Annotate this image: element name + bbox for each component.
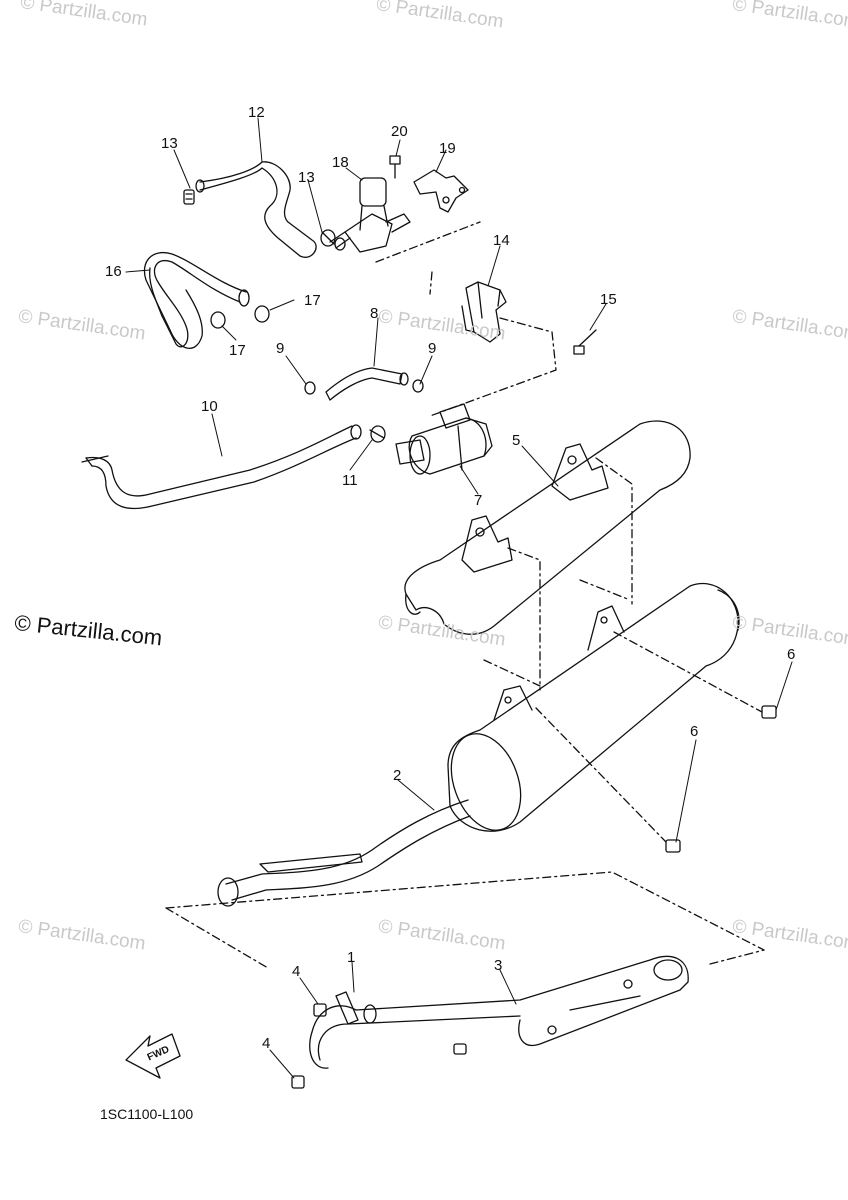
fwd-arrow-icon xyxy=(125,1033,181,1079)
nut-4-lower xyxy=(291,1075,305,1089)
callout-9: 9 xyxy=(276,340,285,357)
heat-shield-5 xyxy=(404,420,691,635)
callout-17: 17 xyxy=(304,292,321,309)
callout-5: 5 xyxy=(512,432,521,449)
bracket-19 xyxy=(413,169,469,213)
callout-11: 11 xyxy=(342,472,358,489)
nut-4-upper xyxy=(313,1003,327,1017)
callout-6: 6 xyxy=(787,646,796,663)
callout-18: 18 xyxy=(332,154,349,171)
callout-1: 1 xyxy=(347,949,356,966)
clamp-9-right xyxy=(412,379,424,393)
callout-8: 8 xyxy=(370,305,379,322)
bolt-6-upper xyxy=(761,705,777,719)
air-cut-valve-18 xyxy=(329,177,411,253)
bolt-6-lower xyxy=(665,839,681,853)
hose-12 xyxy=(195,161,317,258)
reference-lines-lower xyxy=(165,457,765,969)
clamp-13-left xyxy=(183,189,195,205)
callout-2: 2 xyxy=(393,767,402,784)
clamp-17-left xyxy=(210,311,226,329)
callout-16: 16 xyxy=(105,263,122,280)
clamp-17-right xyxy=(254,305,270,323)
bolt-20 xyxy=(389,155,401,179)
callout-17: 17 xyxy=(229,342,246,359)
callout-4: 4 xyxy=(262,1035,271,1052)
clamp-9-left xyxy=(304,381,316,395)
bracket-14 xyxy=(461,281,507,343)
callout-20: 20 xyxy=(391,123,408,140)
callout-3: 3 xyxy=(494,957,503,974)
hose-16 xyxy=(143,252,250,349)
diagram-code: 1SC1100-L100 xyxy=(100,1106,194,1122)
callout-4: 4 xyxy=(292,963,301,980)
callout-9: 9 xyxy=(428,340,437,357)
callout-12: 12 xyxy=(248,104,265,121)
reference-lines-upper xyxy=(375,221,557,417)
callout-10: 10 xyxy=(201,398,218,415)
muffler-2 xyxy=(217,582,740,907)
callout-13: 13 xyxy=(161,135,178,152)
leader-lines xyxy=(125,117,793,1079)
callout-14: 14 xyxy=(493,232,510,249)
callout-6: 6 xyxy=(690,723,699,740)
callout-7: 7 xyxy=(474,492,483,509)
callout-13: 13 xyxy=(298,169,315,186)
clamp-11 xyxy=(369,425,386,443)
clamp-13-right xyxy=(320,229,336,247)
bolt-15 xyxy=(573,329,597,355)
callout-15: 15 xyxy=(600,291,617,308)
fwd-label: FWD xyxy=(146,1044,171,1063)
air-filter-7 xyxy=(395,403,493,475)
hose-8 xyxy=(325,367,409,401)
hose-10 xyxy=(81,424,362,510)
gasket-1 xyxy=(335,991,377,1025)
callout-19: 19 xyxy=(439,140,456,157)
